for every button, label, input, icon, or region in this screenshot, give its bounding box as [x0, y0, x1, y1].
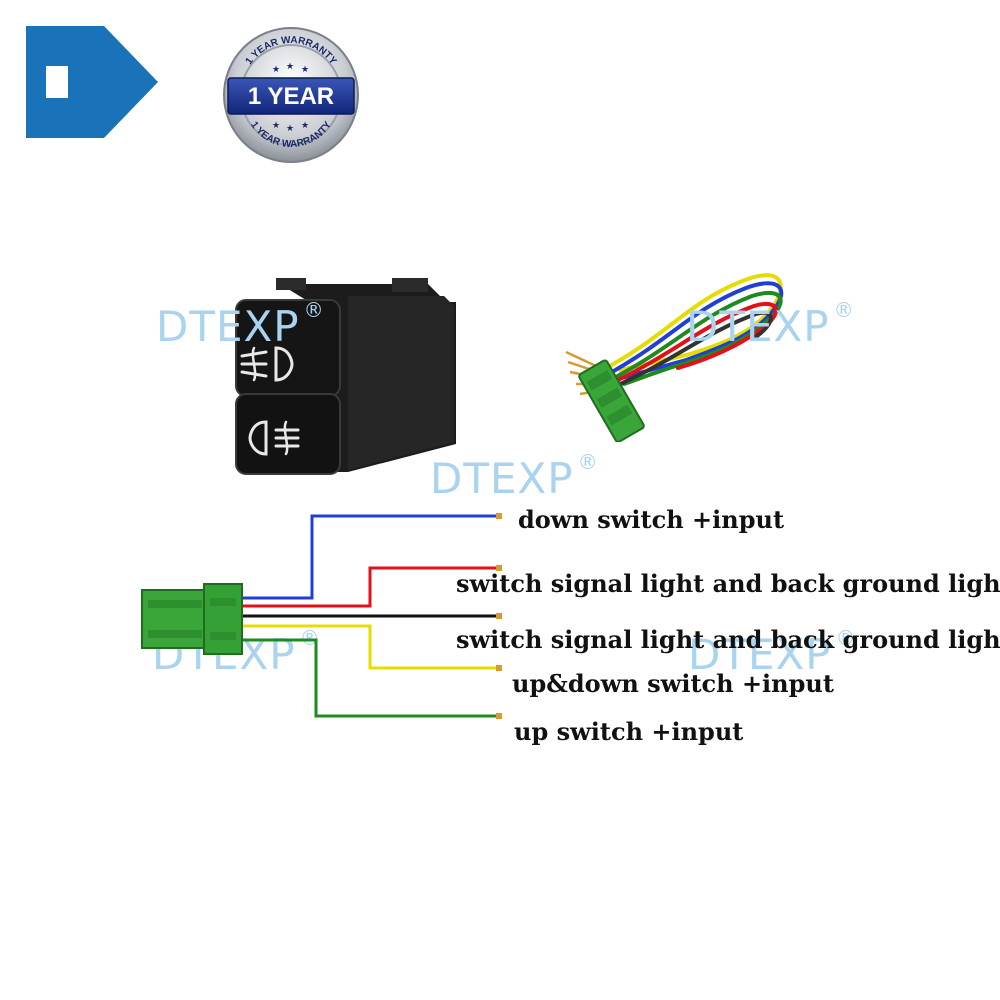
- harness-photo: [565, 273, 784, 442]
- wire-up-switch: [240, 638, 498, 718]
- fog-light-icon: [240, 346, 294, 382]
- wire-up-down-switch: [240, 624, 498, 670]
- wire-label-up-switch: up switch +input: [514, 717, 744, 746]
- svg-text:★: ★: [286, 124, 294, 134]
- wire-down-switch: [240, 514, 498, 600]
- wire-connector: [141, 583, 243, 655]
- svg-text:★: ★: [272, 121, 280, 131]
- d-logo-icon: [26, 26, 158, 138]
- watermark: DTEXP®: [430, 450, 599, 503]
- watermark: DTEXP®: [686, 298, 855, 351]
- wire-label-up-down-switch: up&down switch +input: [512, 669, 834, 698]
- svg-text:★: ★: [286, 62, 294, 72]
- wire-label-down-switch: down switch +input: [518, 505, 785, 534]
- wire-label-light-minus: switch signal light and back ground ligh…: [456, 625, 1000, 654]
- rear-fog-light-icon: [248, 420, 300, 456]
- svg-text:★: ★: [272, 65, 280, 75]
- svg-text:★: ★: [301, 65, 309, 75]
- watermark: DTEXP®: [688, 626, 857, 679]
- wire-light-plus: [240, 566, 498, 608]
- warranty-badge: 1 YEAR 1 YEAR WARRANTY 1 YEAR WARRANTY ★…: [222, 26, 360, 164]
- wire-label-light-plus: switch signal light and back ground ligh…: [456, 569, 1000, 598]
- badge-main-text: 1 YEAR: [248, 83, 334, 110]
- switch-photo: [235, 278, 456, 475]
- svg-text:★: ★: [301, 121, 309, 131]
- watermark: DTEXP®: [156, 298, 325, 351]
